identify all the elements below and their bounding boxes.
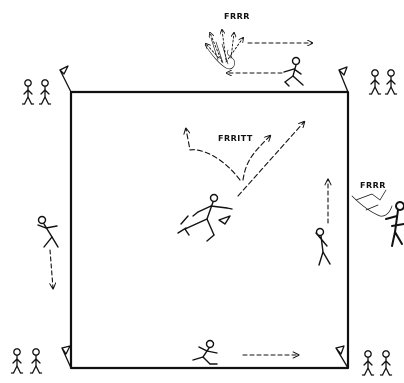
corner-flag-top-left bbox=[60, 66, 71, 92]
top-whistle-burst bbox=[206, 30, 243, 62]
top-whistle-label: FRRR bbox=[224, 12, 250, 21]
right-player-figure bbox=[316, 229, 330, 266]
right-referee-figure bbox=[386, 202, 404, 246]
right-scribble-cloud bbox=[352, 190, 392, 216]
left-arrow-down bbox=[50, 250, 53, 288]
left-runner-figure bbox=[38, 217, 58, 248]
spectators-top-right bbox=[370, 70, 397, 94]
center-player-figure bbox=[178, 195, 232, 242]
right-whistle-label: FRRR bbox=[360, 181, 386, 190]
top-referee-figure bbox=[284, 58, 303, 87]
spectators-bottom-left bbox=[12, 349, 42, 373]
corner-flag-bottom-left bbox=[62, 346, 71, 368]
corner-flag-bottom-right bbox=[336, 346, 348, 368]
spectators-bottom-right bbox=[363, 351, 392, 375]
corner-flag-top-right bbox=[339, 67, 348, 92]
bottom-runner-figure bbox=[193, 341, 217, 365]
field-boundary bbox=[71, 92, 348, 368]
center-whistle-label: FRRITT bbox=[218, 134, 253, 143]
top-scribble-cloud bbox=[205, 38, 235, 69]
spectators-top-left bbox=[23, 80, 51, 104]
